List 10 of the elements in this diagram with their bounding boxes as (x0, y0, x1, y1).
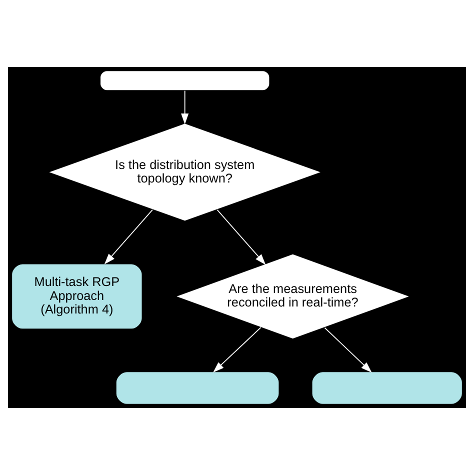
node-box (115, 370, 280, 404)
arrow (181, 90, 189, 124)
node-diamond: Is the distribution system topology known? (46, 122, 324, 222)
arrow (216, 208, 266, 264)
node-box: Multi-task RGP Approach (Algorithm 4) (11, 262, 143, 330)
arrow (213, 326, 262, 372)
arrow (104, 208, 153, 264)
node-box (100, 70, 270, 91)
arrow (324, 326, 372, 372)
node-box (311, 370, 463, 404)
